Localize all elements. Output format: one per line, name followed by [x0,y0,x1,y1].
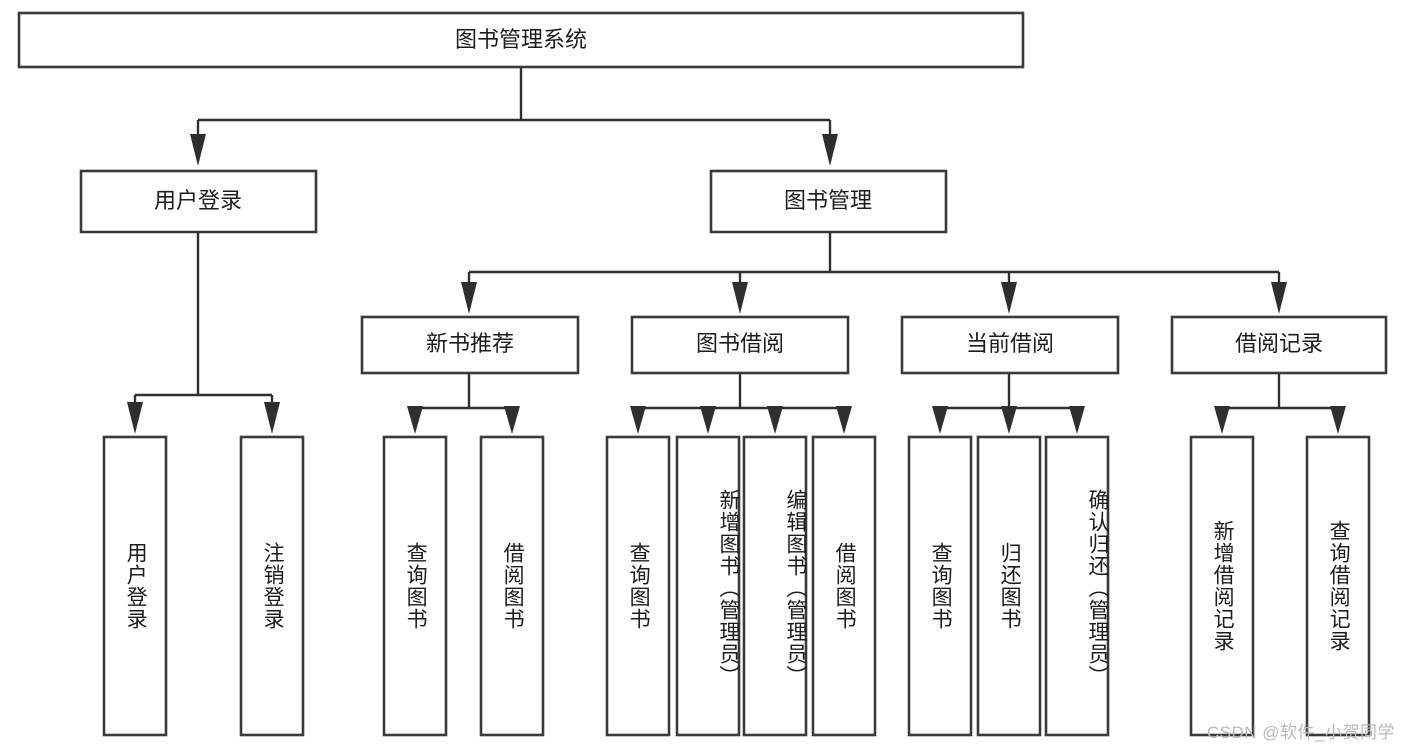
arrow-book-mgmt-to-borrow-record [1271,282,1287,314]
arrow-current-borrow-leaf3 [1069,406,1085,434]
connector-group-borrow-record [1214,373,1346,434]
leaf-box-book-borrow-4[interactable] [811,435,877,737]
leaf-box-new-book-2[interactable] [479,435,545,737]
leaf-box-borrow-record-1[interactable] [1189,435,1255,737]
arrow-new-book-leaf2 [504,406,520,434]
arrow-root-to-book-mgmt [822,134,838,166]
node-borrow-record-label: 借阅记录 [1235,331,1323,356]
node-book-management[interactable] [709,169,948,234]
node-user-login-label: 用户登录 [154,188,242,213]
node-borrow-record[interactable] [1170,315,1388,375]
arrow-book-borrow-leaf3 [767,406,783,434]
connector-group-user-login [127,232,280,434]
node-new-book-recommend-label: 新书推荐 [426,331,514,356]
leaf-box-book-borrow-1[interactable] [605,435,671,737]
arrow-book-borrow-leaf1 [630,406,646,434]
leaf-box-user-login-2[interactable] [239,435,305,737]
arrow-book-mgmt-to-book-borrow [732,282,748,314]
leaf-box-book-borrow-2[interactable] [675,435,741,737]
node-root[interactable] [17,11,1025,69]
arrow-book-borrow-leaf4 [836,406,852,434]
leaf-box-current-borrow-2[interactable] [976,435,1042,737]
leaf-box-borrow-record-2[interactable] [1305,435,1371,737]
arrow-borrow-record-leaf1 [1214,406,1230,434]
node-root-label: 图书管理系统 [455,27,587,52]
arrow-book-mgmt-to-current-borrow [1001,282,1017,314]
connector-group-root [190,68,838,166]
node-new-book-recommend[interactable] [360,315,580,375]
connector-group-new-book [407,373,520,434]
connector-group-book-borrow [630,373,852,434]
node-book-management-label: 图书管理 [784,188,872,213]
leaf-box-current-borrow-3[interactable] [1044,435,1110,737]
arrow-current-borrow-leaf2 [1001,406,1017,434]
node-book-borrow[interactable] [630,315,850,375]
leaf-box-book-borrow-3[interactable] [742,435,808,737]
connector-group-book-mgmt [461,232,1287,314]
connector-group-current-borrow [932,373,1085,434]
arrow-borrow-record-leaf2 [1330,406,1346,434]
leaf-box-user-login-1[interactable] [102,435,168,737]
node-user-login[interactable] [79,169,318,234]
node-book-borrow-label: 图书借阅 [696,331,784,356]
leaf-box-new-book-1[interactable] [382,435,448,737]
arrow-book-mgmt-to-new-book [461,282,477,314]
node-current-borrow[interactable] [900,315,1120,375]
arrow-user-login-leaf2 [264,402,280,434]
arrow-book-borrow-leaf2 [700,406,716,434]
leaf-box-current-borrow-1[interactable] [907,435,973,737]
watermark-text: CSDN @软件_小贺同学 [1206,723,1395,742]
arrow-root-to-user-login [190,134,206,166]
arrow-new-book-leaf1 [407,406,423,434]
node-current-borrow-label: 当前借阅 [966,331,1054,356]
arrow-current-borrow-leaf1 [932,406,948,434]
arrow-user-login-leaf1 [127,402,143,434]
